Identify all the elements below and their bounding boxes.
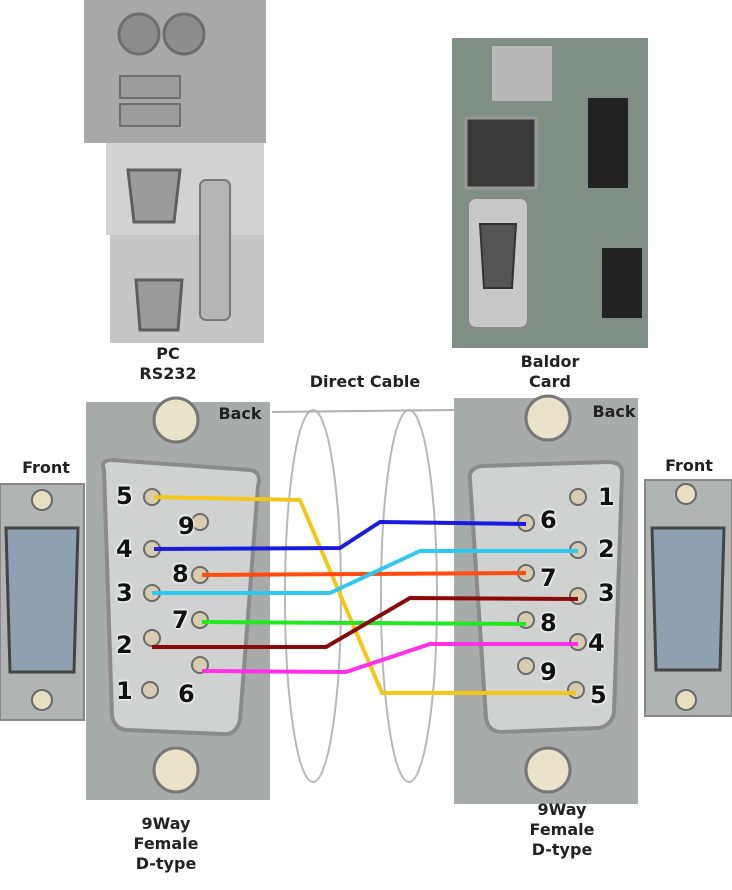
pc-title: PC	[156, 344, 180, 363]
back-label-left: Back	[218, 404, 262, 423]
wire-pin2-to-pin3	[152, 596, 579, 649]
left-pin-label: 2	[116, 631, 133, 659]
baldor-subtitle: Card	[529, 372, 571, 391]
front-label-left: Front	[22, 458, 70, 477]
right-pin-label: 4	[588, 629, 605, 657]
right-pin-label: 1	[598, 483, 615, 511]
cable-loop-left	[284, 409, 342, 783]
right-pin-label: 6	[540, 506, 557, 534]
wire-pin5-to-pin5	[153, 495, 576, 695]
baldor-card-photo	[452, 38, 648, 348]
cable-label: Direct Cable	[309, 372, 421, 391]
left-pin-label: 7	[172, 606, 189, 634]
type-label-right: 9Way Female D-type	[512, 800, 612, 860]
type-right-line1: 9Way	[537, 800, 587, 819]
right-pin-label: 9	[540, 658, 557, 686]
type-left-line2: Female	[133, 834, 199, 853]
right-front-connector	[644, 479, 732, 717]
left-pin-label: 5	[116, 482, 133, 510]
left-pin-label: 9	[178, 512, 195, 540]
type-right-line3: D-type	[531, 840, 593, 859]
pc-panel-graphic	[84, 0, 266, 343]
left-pin-label: 8	[172, 560, 189, 588]
baldor-title: Baldor	[520, 352, 580, 371]
right-pin-label: 2	[598, 535, 615, 563]
left-front-connector	[0, 483, 85, 721]
right-pin-label: 8	[540, 609, 557, 637]
left-pin-label: 3	[116, 579, 133, 607]
left-pin-sockets	[141, 488, 209, 699]
pc-label: PC RS232	[118, 344, 218, 384]
cable-top-line	[271, 409, 455, 413]
type-left-line1: 9Way	[141, 814, 191, 833]
right-back-connector	[454, 394, 638, 804]
wires	[152, 495, 579, 695]
cable-loop-right	[380, 409, 438, 783]
wire-pin3-to-pin2	[152, 549, 578, 595]
type-left-line3: D-type	[135, 854, 197, 873]
wire-pin6-to-pin4	[201, 642, 578, 674]
left-back-connector	[86, 396, 270, 800]
front-label-right: Front	[665, 456, 713, 475]
wire-pin8-to-pin7	[201, 571, 527, 577]
baldor-card-graphic	[452, 38, 648, 348]
pc-subtitle: RS232	[139, 364, 197, 383]
left-pin-label: 1	[116, 677, 133, 705]
baldor-label: Baldor Card	[500, 352, 600, 392]
right-pin-label: 5	[590, 681, 607, 709]
right-pin-label: 3	[598, 579, 615, 607]
pc-rs232-photo	[84, 0, 266, 343]
back-label-right: Back	[592, 402, 636, 421]
type-right-line2: Female	[529, 820, 595, 839]
left-pin-label: 4	[116, 535, 133, 563]
wire-pin4-to-pin6	[153, 520, 527, 551]
left-pin-label: 6	[178, 680, 195, 708]
right-pin-label: 7	[540, 564, 557, 592]
type-label-left: 9Way Female D-type	[116, 814, 216, 874]
